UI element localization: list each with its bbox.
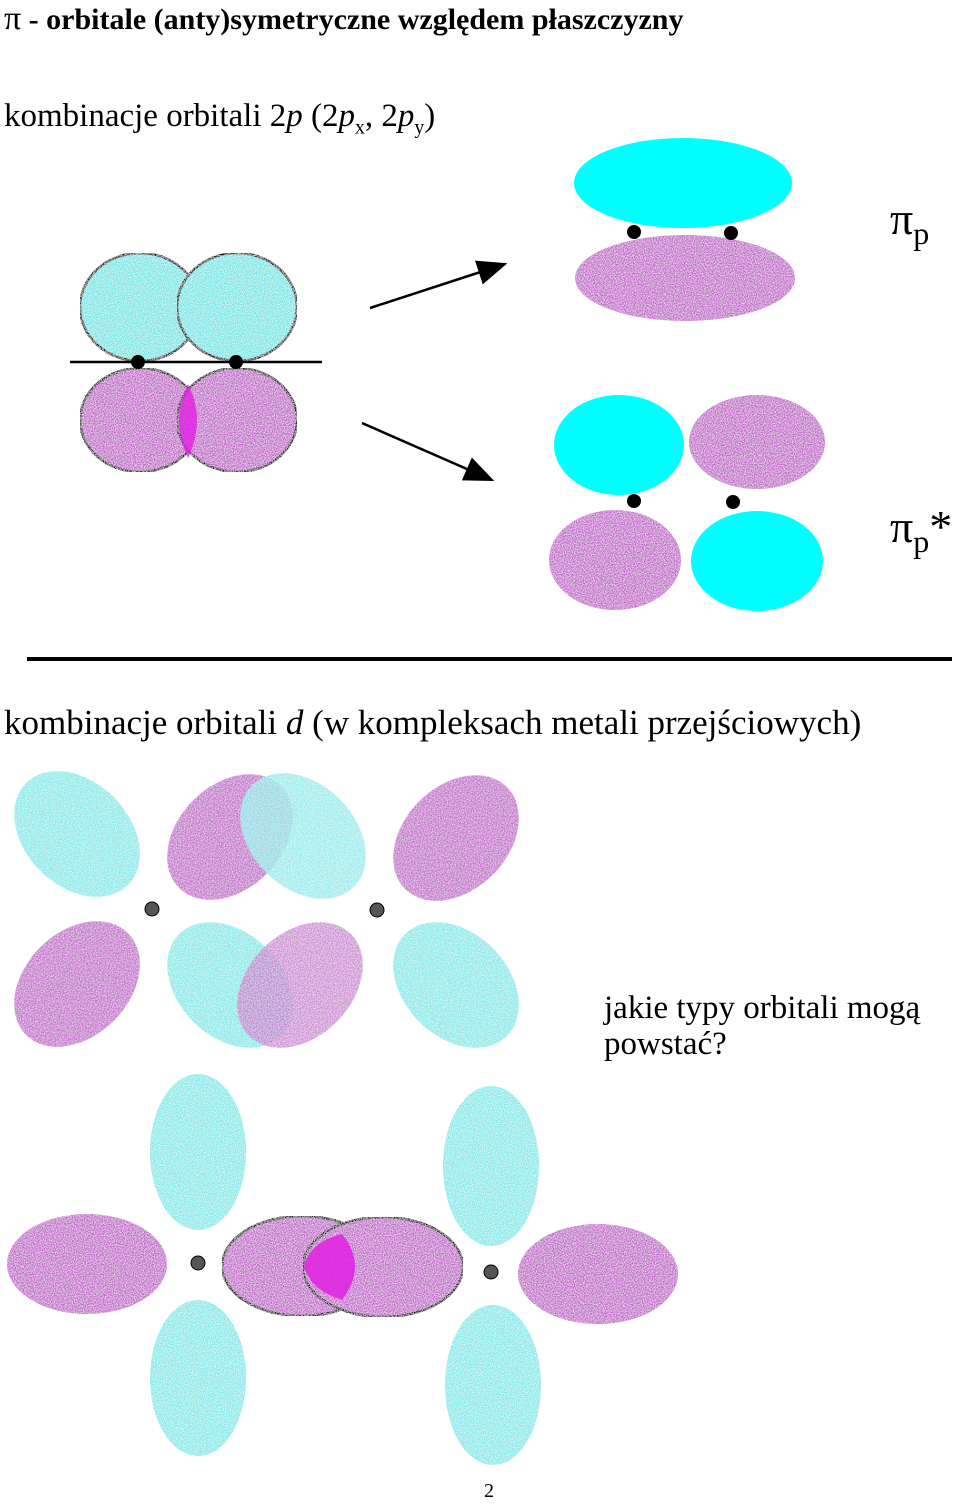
question-text: jakie typy orbitali mogą powstać? — [604, 990, 921, 1062]
d-lobe-cyan — [14, 771, 140, 897]
metal-atom-dot — [144, 901, 160, 917]
nucleus-dot — [726, 495, 740, 509]
pi-star-lobe-cyan-tl — [554, 395, 684, 495]
metal-atom-dot — [190, 1255, 206, 1271]
d-lobe-cyan — [393, 922, 519, 1048]
pi-star-lobe-magenta-bl — [549, 510, 681, 610]
d-lobe-magenta — [14, 921, 140, 1047]
arrow-down — [361, 421, 495, 482]
nucleus-dot — [724, 226, 738, 240]
d-lobe-cyan — [150, 1300, 246, 1456]
subtitle-d-orbitals: kombinacje orbitali d (w kompleksach met… — [4, 703, 862, 742]
label-pi-bonding: πp — [890, 193, 930, 252]
pi-antibonding-orbital — [549, 395, 825, 611]
d-lobe-cyan — [150, 1074, 246, 1230]
nucleus-dot — [627, 494, 641, 508]
d-lobe-magenta — [393, 775, 519, 901]
d-lobe-magenta — [518, 1224, 678, 1324]
d-lobe-overlap — [304, 1234, 355, 1300]
pi-lobe-magenta — [575, 235, 795, 321]
subtitle-p-orbitals: kombinacje orbitali 2p (2px, 2py) — [4, 98, 436, 139]
metal-atom-dot — [369, 902, 385, 918]
pi-star-lobe-cyan-br — [691, 511, 823, 611]
page-title: π - orbitale (anty)symetryczne względem … — [4, 0, 684, 37]
d-lobe-magenta — [237, 922, 363, 1048]
nucleus-dot — [131, 355, 145, 369]
nucleus-dot — [229, 355, 243, 369]
d-orbital-right-upper — [237, 773, 519, 1048]
pi-bonding-orbital — [574, 138, 795, 321]
p-lobe-overlap — [179, 384, 197, 458]
nucleus-dot — [627, 225, 641, 239]
metal-atom-dot — [483, 1264, 499, 1280]
p-lobe-cyan-right — [175, 251, 299, 363]
d-lobe-cyan — [445, 1305, 541, 1465]
p-orbital-pair — [70, 251, 322, 474]
arrow-up — [369, 260, 508, 310]
d-orbital-left-lower — [7, 1074, 384, 1456]
page-number: 2 — [484, 1480, 494, 1502]
d-lobe-cyan — [443, 1086, 539, 1246]
d-lobe-cyan — [240, 773, 366, 899]
d-orbital-right-lower — [301, 1086, 678, 1465]
label-pi-antibonding: πp* — [890, 501, 953, 560]
pi-star-lobe-magenta-tr — [689, 395, 825, 489]
pi-lobe-cyan — [574, 138, 792, 228]
d-lobe-magenta — [7, 1214, 167, 1314]
